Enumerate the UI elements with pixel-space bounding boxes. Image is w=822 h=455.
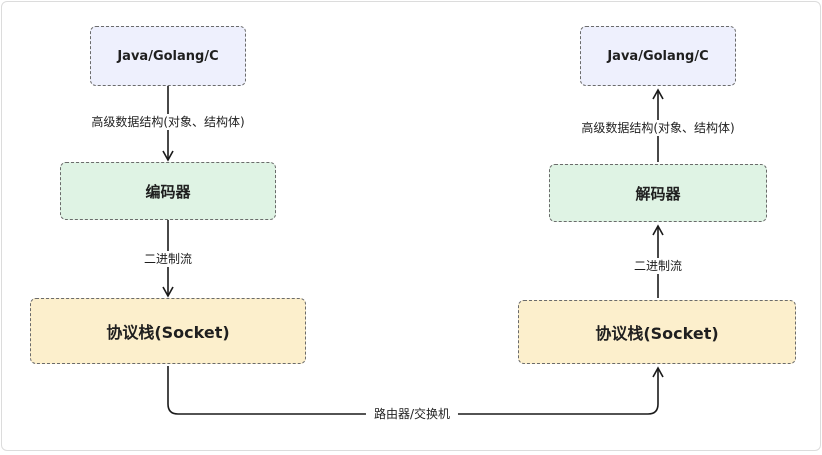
right-language-box: Java/Golang/C xyxy=(580,26,736,86)
right-language-label: Java/Golang/C xyxy=(607,48,709,64)
right-data-structure-label: 高级数据结构(对象、结构体) xyxy=(578,120,738,136)
left-language-box: Java/Golang/C xyxy=(90,26,246,86)
left-protocol-stack-label: 协议栈(Socket) xyxy=(106,323,230,342)
decoder-box: 解码器 xyxy=(549,164,767,222)
left-data-structure-label: 高级数据结构(对象、结构体) xyxy=(88,114,248,130)
encoder-box: 编码器 xyxy=(60,162,276,220)
router-switch-label: 路由器/交换机 xyxy=(365,406,459,422)
left-binary-stream-label: 二进制流 xyxy=(140,251,196,267)
left-language-label: Java/Golang/C xyxy=(117,48,219,64)
right-protocol-stack-box: 协议栈(Socket) xyxy=(518,300,796,364)
decoder-label: 解码器 xyxy=(635,184,681,203)
left-protocol-stack-box: 协议栈(Socket) xyxy=(30,298,306,364)
encoder-label: 编码器 xyxy=(145,182,191,201)
right-protocol-stack-label: 协议栈(Socket) xyxy=(595,324,719,343)
right-binary-stream-label: 二进制流 xyxy=(630,258,686,274)
